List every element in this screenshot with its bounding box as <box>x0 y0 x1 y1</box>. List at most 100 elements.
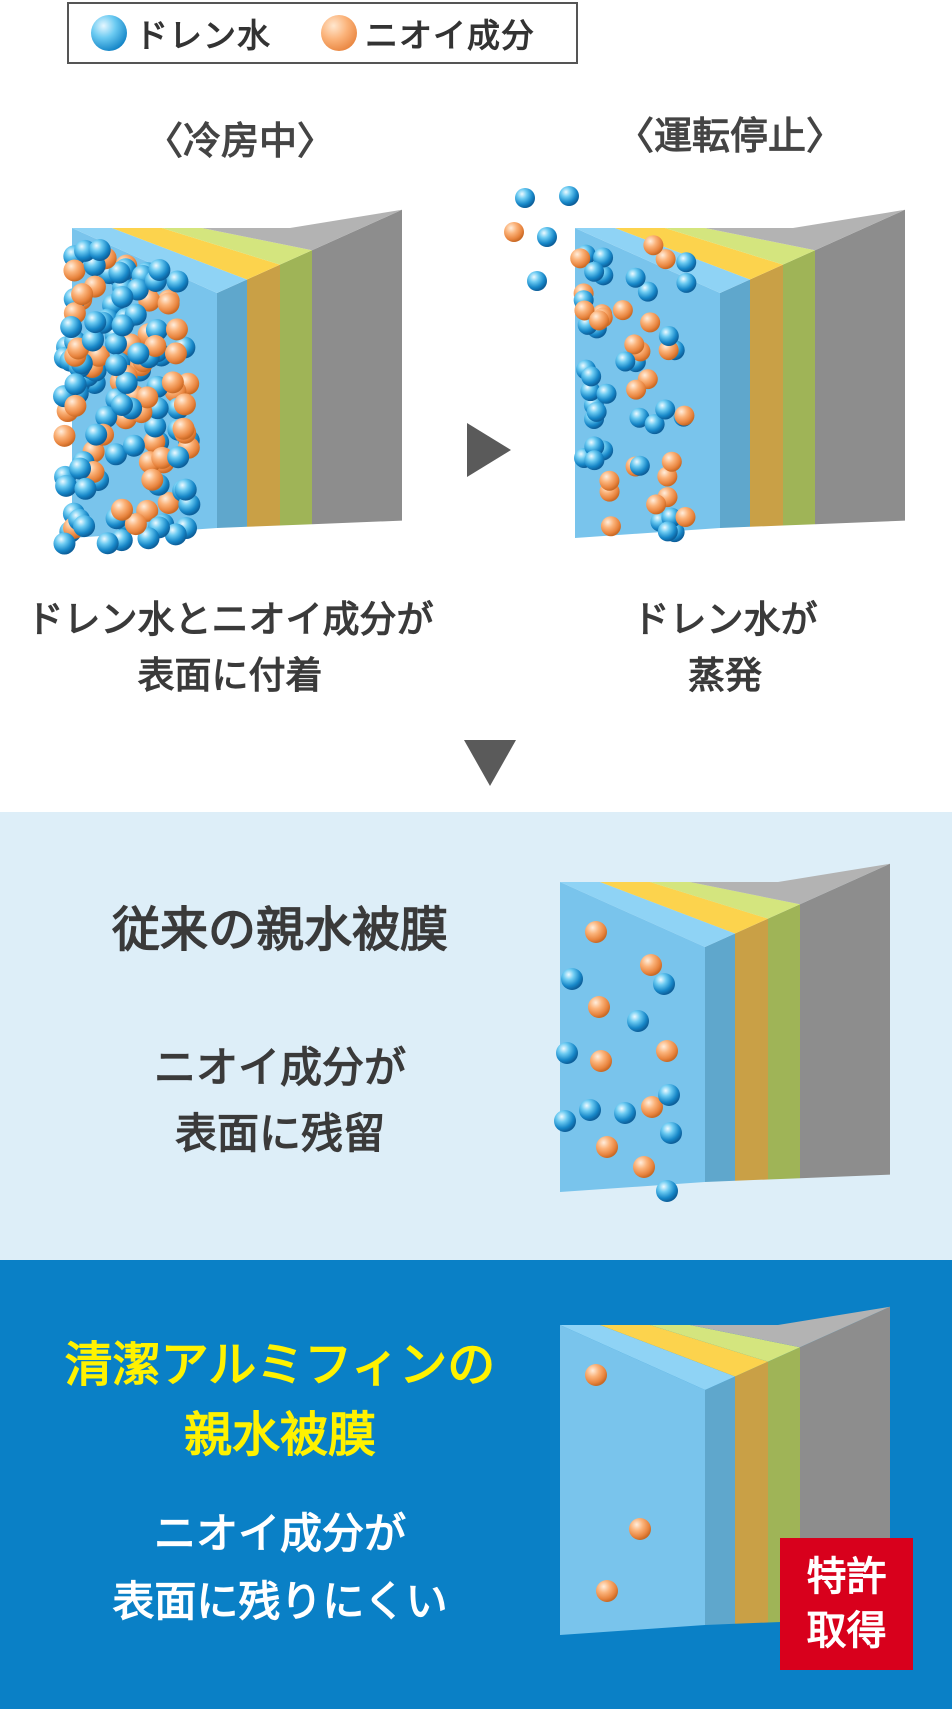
drain-water-droplet <box>515 188 535 208</box>
drain-water-droplet <box>556 1042 578 1064</box>
drain-water-droplet <box>561 968 583 990</box>
drain-water-droplet <box>581 366 602 387</box>
drain-water-droplet <box>127 342 150 365</box>
drain-water-droplet <box>84 311 107 334</box>
patent-line: 取得 <box>806 1608 887 1654</box>
odor-particle <box>585 921 607 943</box>
odor-particle <box>640 954 662 976</box>
drain-water-droplet <box>85 423 108 446</box>
odor-particle <box>151 446 174 469</box>
odor-particle <box>588 996 610 1018</box>
drain-water-droplet <box>145 319 168 342</box>
drain-water-droplet <box>104 443 127 466</box>
drain-water-droplet <box>137 527 160 550</box>
drain-water-droplet <box>166 270 189 293</box>
odor-particle <box>600 516 621 537</box>
drain-water-droplet <box>579 1099 601 1121</box>
odor-particle <box>675 507 696 528</box>
drain-water-droplet <box>629 407 650 428</box>
odor-particle <box>658 340 679 361</box>
odor-particle <box>63 259 86 282</box>
drain-water-droplet <box>657 521 678 542</box>
drain-water-droplet <box>559 186 579 206</box>
orange-particle-icon <box>321 15 357 51</box>
drain-water-droplet <box>554 1110 576 1132</box>
odor-particle <box>157 292 180 315</box>
clean-desc: ニオイ成分が 表面に残りにくい <box>20 1500 540 1636</box>
odor-particle <box>570 248 591 269</box>
odor-particle <box>656 1040 678 1062</box>
drain-water-droplet <box>527 271 547 291</box>
drain-water-droplet <box>60 316 83 339</box>
odor-particle <box>641 1096 663 1118</box>
caption-stopped: ドレン水が 蒸発 <box>570 592 880 704</box>
legend-item-drain-water: ドレン水 <box>91 4 271 62</box>
odor-particle <box>157 491 180 514</box>
legend: ドレン水 ニオイ成分 <box>67 2 578 64</box>
odor-particle <box>655 249 676 270</box>
drain-water-droplet <box>655 399 676 420</box>
drain-water-droplet <box>81 329 104 352</box>
odor-particle <box>585 1364 607 1386</box>
arrow-right-icon <box>467 423 511 477</box>
drain-water-droplet <box>584 450 605 471</box>
drain-water-droplet <box>627 1010 649 1032</box>
drain-water-droplet <box>167 446 190 469</box>
drain-water-droplet <box>96 532 119 555</box>
odor-particle <box>596 1580 618 1602</box>
odor-particle <box>504 222 524 242</box>
odor-particle <box>624 334 645 355</box>
blue-droplet-icon <box>91 15 127 51</box>
odor-particle <box>124 513 147 536</box>
odor-particle <box>172 417 195 440</box>
desc-line: 表面に残りにくい <box>112 1577 448 1626</box>
legend-label: ドレン水 <box>135 16 271 55</box>
odor-particle <box>173 393 196 416</box>
title-line: 清潔アルミフィンの <box>64 1337 496 1393</box>
drain-water-droplet <box>105 354 128 377</box>
state-label-stopped: 〈運転停止〉 <box>615 114 844 158</box>
drain-water-droplet <box>537 227 557 247</box>
odor-particle <box>53 424 76 447</box>
drain-water-droplet <box>584 261 605 282</box>
drain-water-droplet <box>111 285 134 308</box>
drain-water-droplet <box>629 455 650 476</box>
legend-item-odor-component: ニオイ成分 <box>321 4 535 62</box>
drain-water-droplet <box>614 1102 636 1124</box>
caption-cooling: ドレン水とニオイ成分が 表面に付着 <box>0 592 460 704</box>
odor-particle <box>164 342 187 365</box>
odor-particle <box>64 394 87 417</box>
drain-water-droplet <box>584 436 605 457</box>
drain-water-droplet <box>596 383 617 404</box>
drain-water-droplet <box>55 474 78 497</box>
drain-water-droplet <box>656 1180 678 1202</box>
conventional-desc: ニオイ成分が 表面に残留 <box>40 1035 520 1167</box>
drain-water-droplet <box>174 478 197 501</box>
clean-title: 清潔アルミフィンの 親水被膜 <box>20 1330 540 1470</box>
drain-water-droplet <box>660 1122 682 1144</box>
patent-badge: 特許 取得 <box>780 1538 913 1670</box>
odor-particle <box>588 310 609 331</box>
drain-water-droplet <box>122 434 145 457</box>
drain-water-droplet <box>580 381 601 402</box>
legend-label: ニオイ成分 <box>365 16 535 55</box>
odor-particle <box>633 1156 655 1178</box>
drain-water-droplet <box>110 393 133 416</box>
state-label-cooling: 〈冷房中〉 <box>144 119 335 163</box>
odor-particle <box>165 318 188 341</box>
desc-line: ニオイ成分が <box>153 1509 406 1558</box>
caption-line: 蒸発 <box>688 654 762 697</box>
drain-water-droplet <box>88 239 111 262</box>
odor-particle <box>646 494 667 515</box>
drain-water-droplet <box>164 523 187 546</box>
arrow-down-icon <box>464 740 516 786</box>
desc-line: 表面に残留 <box>174 1109 385 1158</box>
odor-particle <box>574 300 595 321</box>
title-line: 親水被膜 <box>183 1407 376 1463</box>
drain-water-droplet <box>653 973 675 995</box>
odor-particle <box>590 1050 612 1072</box>
odor-particle <box>141 468 164 491</box>
